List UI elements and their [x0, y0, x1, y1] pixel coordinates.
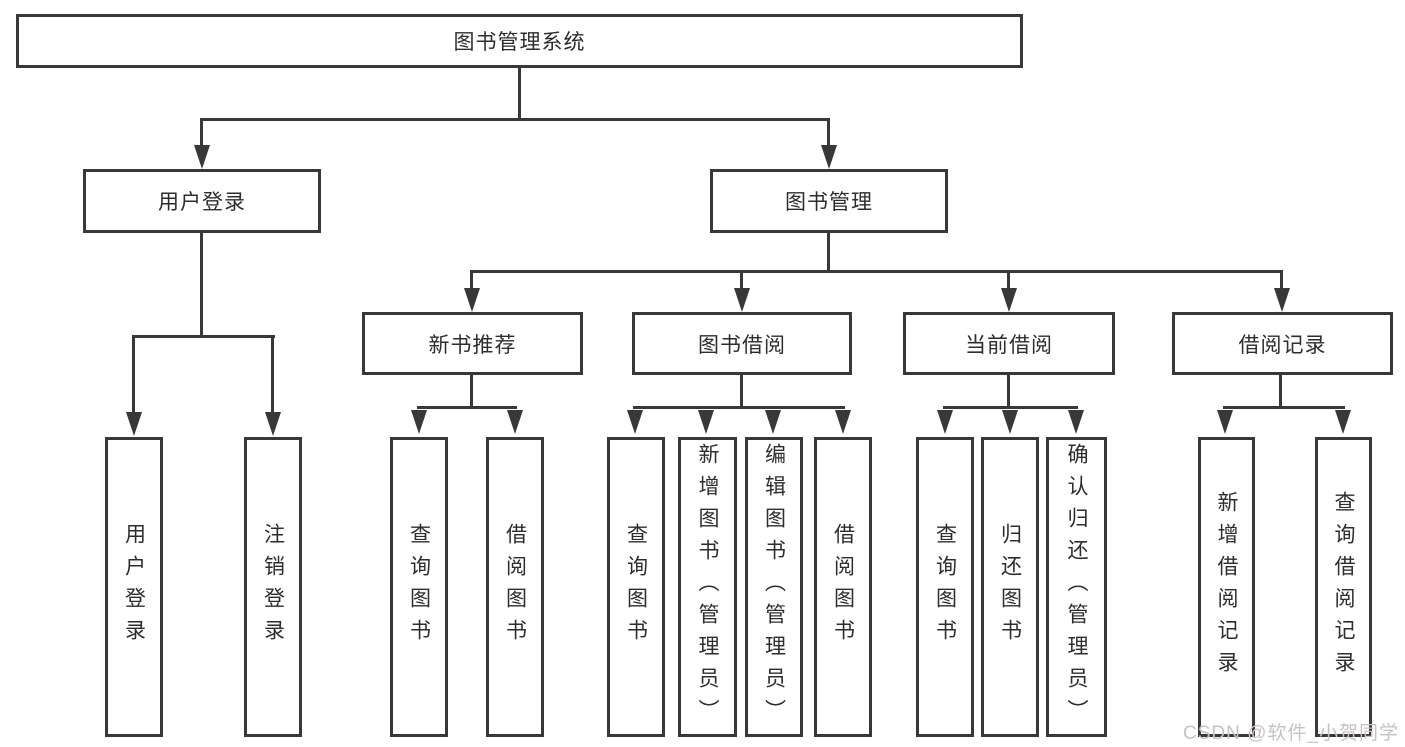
leaf-add-borrow-record-label: 新增借阅记录 — [1215, 491, 1238, 683]
arrow-down-icon — [835, 410, 851, 434]
arrow-down-icon — [507, 410, 523, 434]
connector-userlogin-arm-1 — [132, 335, 135, 413]
connector-userlogin-bar — [133, 335, 275, 338]
connector-root-arm-left — [200, 118, 203, 148]
leaf-logout: 注销登录 — [244, 437, 302, 737]
arrow-down-icon — [194, 145, 210, 169]
node-user-login: 用户登录 — [83, 169, 321, 233]
connector-root-stem — [518, 68, 521, 120]
arrow-down-icon — [1274, 288, 1290, 312]
leaf-confirm-return-admin: 确认归还（管理员） — [1046, 437, 1107, 737]
node-library-system: 图书管理系统 — [16, 14, 1023, 68]
arrow-down-icon — [1002, 410, 1018, 434]
leaf-borrow-books-recommend: 借阅图书 — [486, 437, 544, 737]
connector-current-stem — [1007, 375, 1010, 408]
leaf-query-books-recommend: 查询图书 — [390, 437, 448, 737]
leaf-edit-books-admin: 编辑图书（管理员） — [745, 437, 803, 737]
arrow-down-icon — [698, 410, 714, 434]
node-book-borrowing-label: 图书借阅 — [698, 333, 786, 357]
leaf-user-login-label: 用户登录 — [122, 523, 146, 651]
leaf-return-books: 归还图书 — [981, 437, 1039, 737]
connector-bookmgmt-arm-4 — [1280, 270, 1283, 290]
node-borrowing-records-label: 借阅记录 — [1238, 333, 1327, 357]
node-book-management-label: 图书管理 — [785, 191, 873, 214]
leaf-borrow-books-recommend-label: 借阅图书 — [503, 523, 527, 651]
leaf-query-books-borrowing: 查询图书 — [607, 437, 665, 737]
leaf-edit-books-admin-label: 编辑图书（管理员） — [762, 443, 786, 731]
arrow-down-icon — [464, 288, 480, 312]
leaf-add-borrow-record: 新增借阅记录 — [1198, 437, 1255, 737]
connector-userlogin-arm-2 — [271, 335, 274, 413]
node-new-book-recommend-label: 新书推荐 — [428, 333, 517, 357]
leaf-borrow-books-borrowing: 借阅图书 — [814, 437, 872, 737]
node-current-borrowing: 当前借阅 — [903, 312, 1115, 375]
connector-root-bar — [200, 118, 830, 121]
connector-current-bar — [943, 406, 1078, 409]
leaf-add-books-admin-label: 新增图书（管理员） — [696, 443, 719, 731]
node-library-system-label: 图书管理系统 — [453, 31, 586, 54]
connector-recommend-stem — [470, 375, 473, 408]
arrow-down-icon — [821, 145, 837, 169]
connector-bookmgmt-arm-1 — [470, 270, 473, 290]
leaf-query-borrow-record-label: 查询借阅记录 — [1332, 491, 1355, 683]
leaf-add-books-admin: 新增图书（管理员） — [678, 437, 737, 737]
arrow-down-icon — [1335, 410, 1351, 434]
arrow-down-icon — [1001, 288, 1017, 312]
leaf-query-books-recommend-label: 查询图书 — [407, 523, 431, 651]
arrow-down-icon — [734, 288, 750, 312]
arrow-down-icon — [411, 410, 427, 434]
node-user-login-label: 用户登录 — [158, 191, 246, 214]
arrow-down-icon — [1068, 410, 1084, 434]
leaf-return-books-label: 归还图书 — [998, 523, 1022, 651]
connector-bookmgmt-arm-3 — [1007, 270, 1010, 290]
connector-root-arm-right — [827, 118, 830, 148]
arrow-down-icon — [1217, 410, 1233, 434]
connector-bookmgmt-arm-2 — [740, 270, 743, 290]
connector-borrowing-bar — [633, 406, 845, 409]
leaf-logout-label: 注销登录 — [261, 523, 285, 651]
connector-borrowing-stem — [740, 375, 743, 408]
connector-records-stem — [1279, 375, 1282, 408]
leaf-confirm-return-admin-label: 确认归还（管理员） — [1065, 443, 1088, 731]
connector-recommend-bar — [417, 406, 517, 409]
leaf-query-borrow-record: 查询借阅记录 — [1315, 437, 1372, 737]
node-book-borrowing: 图书借阅 — [632, 312, 852, 375]
connector-records-bar — [1223, 406, 1345, 409]
node-current-borrowing-label: 当前借阅 — [965, 333, 1053, 357]
arrow-down-icon — [765, 410, 781, 434]
watermark: CSDN @软件_小贺同学 — [1183, 723, 1399, 744]
arrow-down-icon — [126, 412, 142, 436]
arrow-down-icon — [937, 410, 953, 434]
leaf-borrow-books-borrowing-label: 借阅图书 — [831, 523, 855, 651]
leaf-user-login: 用户登录 — [105, 437, 163, 737]
node-new-book-recommend: 新书推荐 — [362, 312, 583, 375]
node-book-management: 图书管理 — [710, 169, 948, 233]
node-borrowing-records: 借阅记录 — [1172, 312, 1393, 375]
leaf-query-books-borrowing-label: 查询图书 — [624, 523, 648, 651]
connector-userlogin-stem — [200, 233, 203, 337]
arrow-down-icon — [627, 410, 643, 434]
arrow-down-icon — [265, 412, 281, 436]
connector-bookmgmt-stem — [827, 233, 830, 272]
leaf-query-books-current: 查询图书 — [916, 437, 974, 737]
leaf-query-books-current-label: 查询图书 — [933, 523, 957, 651]
connector-bookmgmt-bar — [471, 270, 1283, 273]
